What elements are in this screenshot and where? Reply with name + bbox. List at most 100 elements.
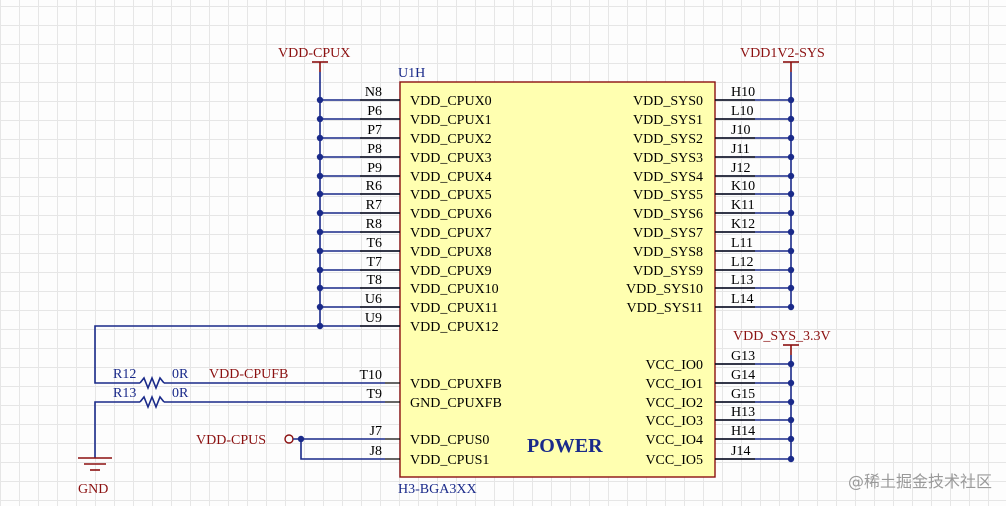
pin-name: VDD_CPUX0 (410, 94, 492, 109)
pin-name: VDD_SYS2 (633, 132, 703, 147)
section-label: POWER (527, 435, 603, 457)
power-port-vdd-sys-3v3[interactable]: VDD_SYS_3.3V (733, 329, 831, 355)
pin-name: VCC_IO5 (645, 453, 703, 468)
pin-number: J12 (731, 161, 750, 176)
resistor-r12[interactable]: R12 0R (113, 367, 189, 391)
pin-name: VDD_CPUXFB (410, 377, 502, 392)
pin-name: VDD_SYS6 (633, 207, 703, 222)
pin-number: G13 (731, 349, 755, 364)
pin-name: VDD_SYS10 (626, 282, 703, 297)
watermark: @稀土掘金技术社区 (847, 472, 992, 491)
pin-name: VDD_CPUX9 (410, 264, 492, 279)
pin-name: GND_CPUXFB (410, 396, 502, 411)
pin-number: K11 (731, 198, 755, 213)
pin-name: VDD_CPUX2 (410, 132, 492, 147)
pin-name: VCC_IO1 (645, 377, 703, 392)
pin-name: VDD_CPUX4 (410, 170, 492, 185)
pin-number: J14 (731, 444, 750, 459)
svg-text:0R: 0R (172, 367, 189, 382)
pin-number: K10 (731, 179, 755, 194)
pin-name: VDD_CPUS1 (410, 453, 489, 468)
svg-text:VDD-CPUX: VDD-CPUX (278, 46, 350, 61)
pin-name: VDD_SYS8 (633, 245, 703, 260)
pin-name: VDD_SYS3 (633, 151, 703, 166)
power-port-vdd-cpux[interactable]: VDD-CPUX (278, 46, 350, 72)
pin-number: R7 (366, 198, 382, 213)
gnd-symbol[interactable]: GND (78, 457, 112, 497)
pin-number: H10 (731, 85, 755, 100)
pin-name: VDD_CPUX8 (410, 245, 492, 260)
pin-number: G14 (731, 368, 755, 383)
pin-number: H13 (731, 405, 755, 420)
pin-number: L10 (731, 104, 754, 119)
svg-text:VDD1V2-SYS: VDD1V2-SYS (740, 46, 825, 61)
pin-number: N8 (365, 85, 382, 100)
pin-name: VDD_SYS1 (633, 113, 703, 128)
component-body[interactable] (399, 81, 716, 478)
power-port-vdd1v2-sys[interactable]: VDD1V2-SYS (740, 46, 825, 72)
pin-name: VDD_CPUX11 (410, 301, 498, 316)
pin-name: VDD_CPUX6 (410, 207, 492, 222)
pin-name: VDD_SYS0 (633, 94, 703, 109)
pin-number: T6 (366, 236, 382, 251)
pin-name: VDD_CPUX7 (410, 226, 492, 241)
cpus-bridge-wire (300, 439, 385, 460)
net-label-vdd-cpufb: VDD-CPUFB (209, 367, 288, 382)
resistor-r13[interactable]: R13 0R (113, 386, 189, 410)
component-part-number: H3-BGA3XX (398, 482, 477, 497)
svg-text:VDD_SYS_3.3V: VDD_SYS_3.3V (733, 329, 831, 344)
pin-number: T10 (359, 368, 382, 383)
power-port-vdd-cpus[interactable]: VDD-CPUS (196, 433, 294, 448)
pin-name: VDD_CPUX10 (410, 282, 499, 297)
pin-name: VDD_SYS4 (633, 170, 703, 185)
pin-number: J7 (370, 424, 382, 439)
pin-name: VCC_IO2 (645, 396, 703, 411)
pin-name: VDD_CPUX12 (410, 320, 499, 335)
svg-text:0R: 0R (172, 386, 189, 401)
pin-name: VCC_IO0 (645, 358, 703, 373)
pin-name: VDD_SYS9 (633, 264, 703, 279)
left-pin-group: N8VDD_CPUX0P6VDD_CPUX1P7VDD_CPUX2P8VDD_C… (316, 85, 502, 468)
pin-number: T8 (366, 273, 382, 288)
svg-text:R12: R12 (113, 367, 136, 382)
pin-number: L12 (731, 255, 754, 270)
svg-text:GND: GND (78, 482, 108, 497)
pin-number: R6 (366, 179, 382, 194)
pin-number: L13 (731, 273, 754, 288)
right-pin-group: H10VDD_SYS0L10VDD_SYS1J10VDD_SYS2J11VDD_… (626, 85, 795, 468)
